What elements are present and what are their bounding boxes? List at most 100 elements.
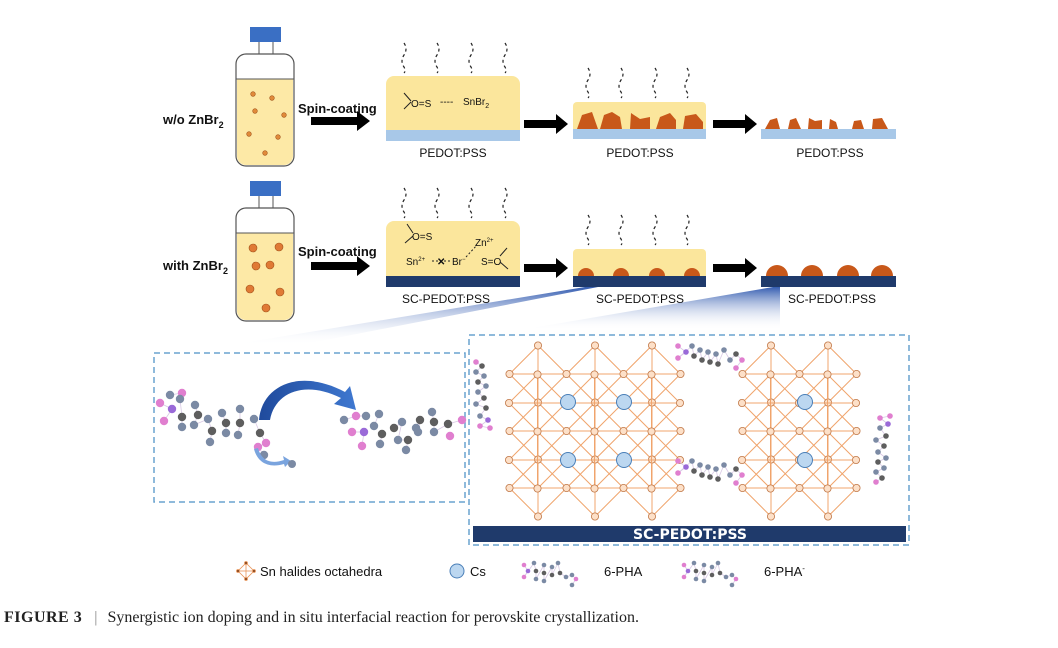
dome-crystals [766, 265, 893, 276]
atom [359, 427, 369, 437]
atom [697, 462, 703, 468]
halide-node [619, 369, 628, 378]
atom [339, 415, 349, 425]
atom [473, 369, 479, 375]
atom [881, 465, 887, 471]
6-pha-molecule [155, 388, 271, 460]
atom [555, 560, 561, 566]
legend-item-6-pha-anion: 6-PHA- [681, 560, 805, 588]
atom [521, 574, 527, 580]
atom [739, 357, 745, 363]
atom [477, 413, 483, 419]
atom [691, 468, 697, 474]
cs-ion [797, 394, 813, 410]
cs-ion-icon [449, 563, 465, 579]
atom [483, 383, 489, 389]
atom [729, 582, 735, 588]
irregular-crystals [765, 118, 888, 129]
vial-cap [250, 27, 281, 42]
atom [681, 574, 687, 580]
svg-text:Br−: Br− [452, 257, 466, 268]
atom [177, 412, 187, 422]
atom [689, 458, 695, 464]
atom [533, 568, 539, 574]
halide-node [852, 398, 861, 407]
atom [221, 428, 231, 438]
caption-text: Synergistic ion doping and in situ inter… [107, 609, 639, 626]
atom [189, 420, 199, 430]
atom [249, 414, 259, 424]
halide-node [824, 341, 833, 350]
bond [535, 564, 545, 580]
stage-2-crystallizing-film: PEDOT:PSS [573, 67, 706, 160]
atom [541, 570, 547, 576]
atom [207, 426, 217, 436]
atom [487, 425, 493, 431]
atom [713, 466, 719, 472]
atom [705, 349, 711, 355]
vial-without-znbr2 [235, 27, 295, 167]
cs-ion [616, 452, 632, 468]
bond [703, 566, 713, 582]
atom [691, 560, 697, 566]
atom [445, 431, 455, 441]
halide-node [676, 398, 685, 407]
halide-node [533, 484, 542, 493]
atom [733, 351, 739, 357]
atom [347, 427, 357, 437]
stage-label: PEDOT:PSS [419, 146, 486, 160]
atom [177, 422, 187, 432]
halide-node [823, 370, 832, 379]
solvent-vapor-icon [585, 214, 690, 246]
atom [723, 574, 729, 580]
atom [203, 414, 213, 424]
halide-node [647, 484, 656, 493]
arrow-icon [713, 114, 757, 134]
atom [721, 347, 727, 353]
bond [543, 566, 553, 582]
octahedron-icon [236, 561, 256, 581]
halide-node [795, 483, 804, 492]
halide-node [534, 512, 543, 521]
atom [681, 562, 687, 568]
svg-text:SnBr2: SnBr2 [463, 97, 489, 110]
stage-label: PEDOT:PSS [606, 146, 673, 160]
halide-node [591, 341, 600, 350]
halide-node [505, 369, 514, 378]
atom [235, 418, 245, 428]
cs-ion [560, 452, 576, 468]
halide-node [767, 341, 776, 350]
halide-node [676, 426, 685, 435]
atom [733, 480, 739, 486]
atom [875, 449, 881, 455]
atom [739, 472, 745, 478]
atom [693, 576, 699, 582]
reaction-detail-panel [153, 352, 467, 503]
atom [443, 419, 453, 429]
atom [701, 562, 707, 568]
atom [479, 363, 485, 369]
halide-node [534, 341, 543, 350]
atom [205, 437, 215, 447]
atom [675, 458, 681, 464]
condition-label-with: with ZnBr2 [162, 258, 228, 276]
atom [403, 435, 413, 445]
solvent-vapor-icon [401, 187, 508, 219]
atom [715, 560, 721, 566]
halide-node [505, 483, 514, 492]
atom [879, 475, 885, 481]
halide-node [823, 427, 832, 436]
halide-node [533, 427, 542, 436]
stage-label: PEDOT:PSS [796, 146, 863, 160]
halide-node [647, 370, 656, 379]
halide-node [738, 398, 747, 407]
atom [713, 351, 719, 357]
atom [389, 423, 399, 433]
halide-node [676, 369, 685, 378]
halide-node [766, 427, 775, 436]
arrow-icon [524, 258, 568, 278]
atom [727, 472, 733, 478]
atom [717, 570, 723, 576]
halide-node [591, 512, 600, 521]
atom [521, 562, 527, 568]
